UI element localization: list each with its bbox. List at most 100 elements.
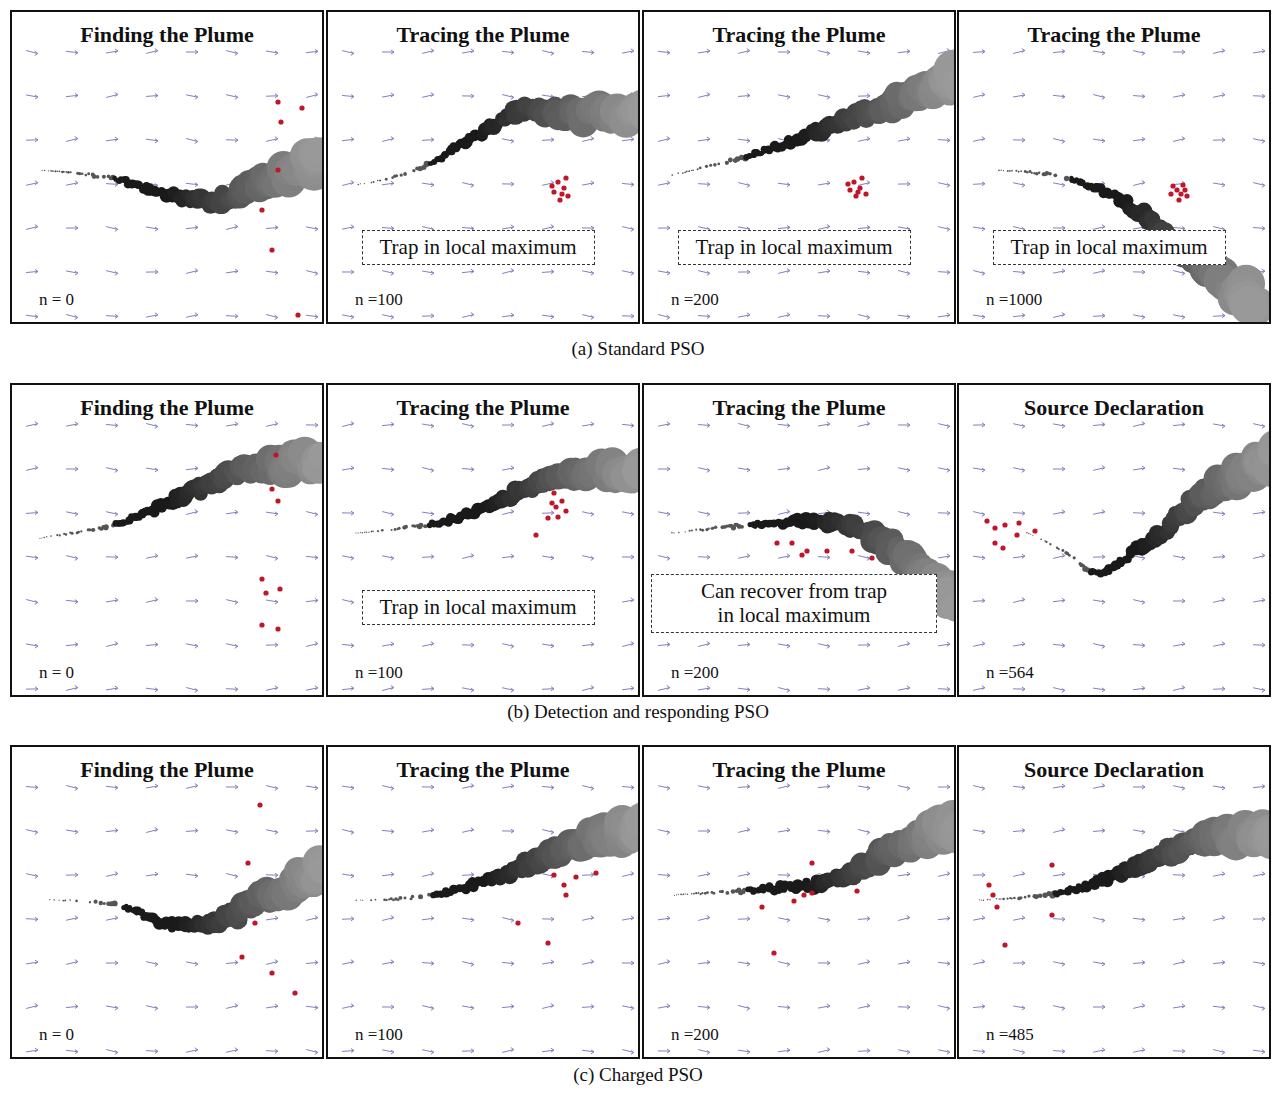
plume-puff — [1009, 170, 1011, 172]
robot-dot — [984, 518, 989, 523]
wind-arrow — [818, 784, 830, 788]
plume-puff — [942, 594, 954, 621]
wind-arrow — [582, 181, 594, 185]
wind-arrow — [462, 424, 474, 429]
wind-arrow — [66, 600, 78, 604]
wind-arrow — [542, 917, 554, 921]
wind-arrow — [738, 468, 750, 472]
wind-arrow — [1133, 94, 1145, 98]
plume-puff — [412, 169, 415, 172]
plume-puff — [398, 527, 401, 530]
wind-arrow — [858, 181, 870, 186]
plume-puff — [59, 534, 61, 536]
wind-arrow — [938, 313, 950, 317]
wind-arrow — [738, 917, 750, 921]
plume-puff — [398, 896, 402, 900]
wind-arrow — [106, 555, 118, 559]
plume-puff — [701, 529, 704, 532]
wind-arrow — [542, 1048, 554, 1052]
robot-dot — [549, 500, 554, 505]
wind-arrow — [778, 313, 790, 318]
wind-arrow — [306, 960, 318, 964]
wind-arrow — [1253, 643, 1265, 647]
plume-scene — [342, 49, 638, 320]
wind-arrow — [1173, 642, 1185, 646]
wind-arrow — [778, 510, 790, 515]
wind-arrow — [1133, 315, 1145, 319]
wind-arrow — [1053, 95, 1065, 99]
wind-arrow — [938, 270, 950, 274]
robot-dot — [1170, 183, 1175, 188]
plume-puff — [357, 532, 358, 533]
wind-arrow — [698, 271, 710, 276]
plume-puff — [368, 532, 369, 533]
plume-puff — [77, 531, 80, 534]
wind-arrow — [382, 315, 394, 320]
wind-arrow — [1253, 94, 1265, 98]
plume-puff — [50, 170, 52, 172]
robot-dot — [1184, 193, 1189, 198]
wind-arrow — [858, 271, 870, 275]
wind-arrow — [382, 468, 394, 472]
wind-arrow — [1253, 554, 1265, 559]
plume-puff — [364, 183, 365, 184]
wind-arrow — [622, 555, 634, 559]
wind-arrow — [973, 686, 985, 691]
wind-arrow — [226, 314, 238, 318]
wind-arrow — [502, 182, 514, 186]
wind-field — [342, 49, 634, 320]
wind-arrow — [186, 225, 198, 229]
robot-dot — [239, 954, 244, 959]
wind-arrow — [973, 315, 985, 319]
wind-arrow — [1013, 138, 1025, 142]
plume-puff — [404, 897, 407, 900]
wind-arrow — [502, 1004, 514, 1008]
plume-scene — [342, 422, 638, 693]
wind-arrow — [106, 227, 118, 232]
wind-arrow — [502, 139, 514, 143]
wind-arrow — [542, 422, 554, 427]
plume-puff — [56, 534, 58, 536]
wind-arrow — [738, 828, 750, 833]
plume-puff — [404, 525, 408, 529]
wind-arrow — [818, 269, 830, 273]
wind-arrow — [382, 960, 394, 964]
plume-puff — [375, 899, 377, 901]
robot-dot — [824, 548, 829, 553]
wind-arrow — [26, 315, 38, 319]
plume-puff — [49, 899, 50, 900]
wind-arrow — [462, 1006, 474, 1010]
wind-arrow — [186, 599, 198, 603]
wind-arrow — [1213, 512, 1225, 516]
wind-arrow — [938, 511, 950, 515]
plume-puff — [682, 172, 684, 174]
wind-arrow — [146, 784, 158, 788]
plume-puff — [362, 532, 364, 534]
robots — [774, 540, 874, 560]
plume-puff — [44, 537, 45, 538]
wind-arrow — [502, 829, 514, 833]
wind-arrow — [622, 786, 634, 790]
robot-dot — [1016, 520, 1021, 525]
plume-puff — [717, 163, 720, 166]
plume-puff — [78, 172, 81, 175]
wind-arrow — [26, 181, 38, 186]
wind-arrow — [818, 181, 830, 185]
wind-arrow — [342, 874, 354, 878]
wind-arrow — [1133, 422, 1145, 427]
plume-puff — [1061, 549, 1064, 552]
wind-arrow — [973, 271, 985, 276]
plume-puff — [1032, 535, 1033, 536]
plume-puff — [678, 894, 679, 895]
wind-arrow — [658, 1049, 670, 1053]
wind-arrow — [266, 422, 278, 427]
wind-arrow — [306, 49, 318, 53]
wind-arrow — [226, 687, 238, 691]
robot-dot — [545, 515, 550, 520]
wind-arrow — [226, 644, 238, 649]
plume — [357, 90, 638, 186]
wind-arrow — [226, 830, 238, 834]
wind-arrow — [698, 423, 710, 427]
plume-puff — [41, 170, 42, 171]
wind-arrow — [266, 686, 278, 691]
